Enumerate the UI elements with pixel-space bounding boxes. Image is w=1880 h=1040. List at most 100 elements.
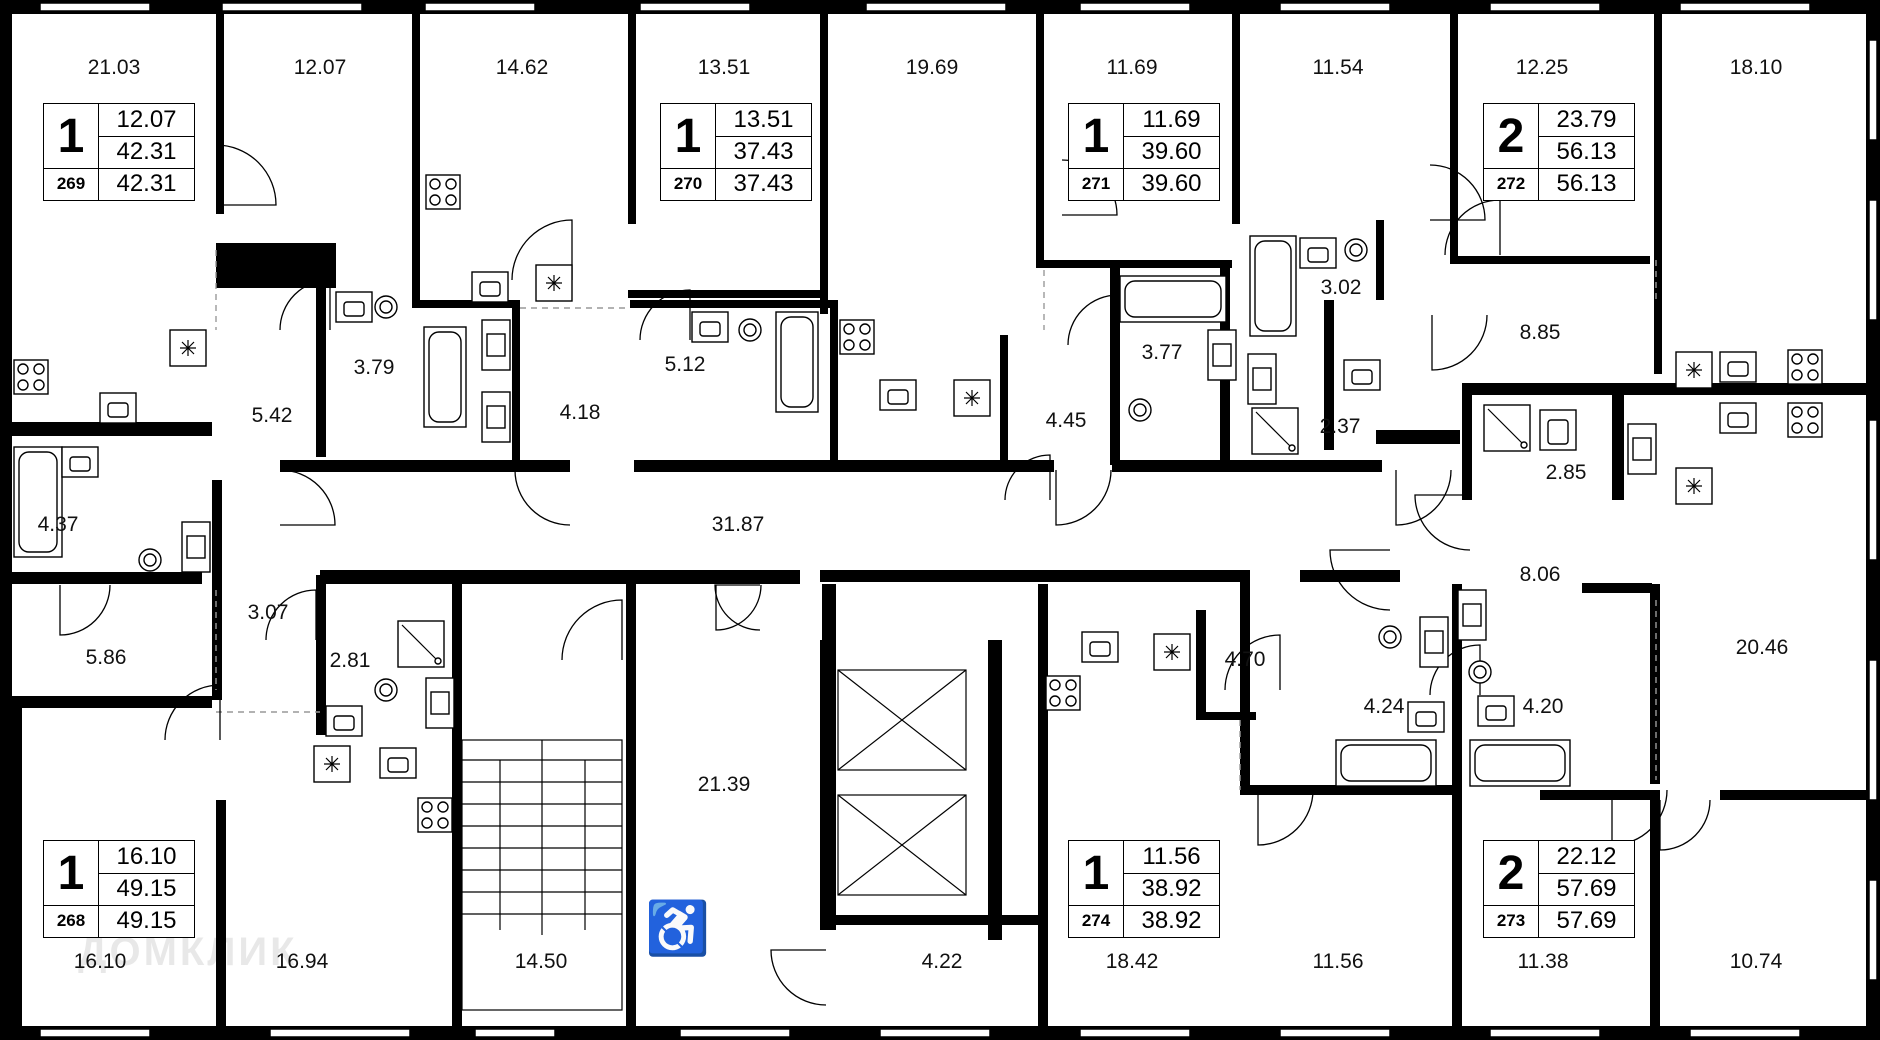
apartment-badge-271[interactable]: 1 271 11.69 39.60 39.60 bbox=[1068, 103, 1220, 201]
door-swing bbox=[715, 584, 762, 631]
sink-icon bbox=[379, 747, 417, 779]
living-area: 22.12 bbox=[1539, 841, 1634, 874]
sink-icon bbox=[1299, 237, 1337, 269]
room-area: 3.07 bbox=[247, 601, 289, 624]
windows bbox=[39, 2, 1878, 1038]
stove-icon bbox=[425, 174, 461, 210]
room-area: 3.79 bbox=[353, 356, 395, 379]
total-area: 49.15 bbox=[99, 873, 194, 906]
stove-icon bbox=[1787, 349, 1823, 385]
ventilation-icon bbox=[1675, 467, 1713, 505]
ventilation-icon bbox=[313, 745, 351, 783]
room-area: 12.07 bbox=[293, 56, 347, 79]
room-area: 21.03 bbox=[87, 56, 141, 79]
wheelchair-icon: ♿ bbox=[645, 900, 710, 958]
stove-icon bbox=[13, 359, 49, 395]
washing-machine-icon bbox=[481, 391, 511, 443]
room-area: 2.81 bbox=[329, 649, 371, 672]
apartment-badge-270[interactable]: 1 270 13.51 37.43 37.43 bbox=[660, 103, 812, 201]
door-swing bbox=[215, 144, 277, 206]
door-swing bbox=[1431, 314, 1488, 371]
bathtub-icon bbox=[1119, 275, 1227, 323]
room-area: 10.74 bbox=[1729, 950, 1783, 973]
room-area: 16.10 bbox=[73, 950, 127, 973]
stove-icon bbox=[1045, 675, 1081, 711]
toilet-icon bbox=[1128, 398, 1152, 422]
ventilation-icon bbox=[1675, 351, 1713, 389]
stove-icon bbox=[839, 319, 875, 355]
apartment-number: 274 bbox=[1069, 905, 1124, 937]
door-swing bbox=[1224, 634, 1281, 691]
room-area: 31.87 bbox=[711, 513, 765, 536]
ventilation-icon bbox=[535, 264, 573, 302]
room-area: 12.25 bbox=[1515, 56, 1569, 79]
apartment-badge-274[interactable]: 1 274 11.56 38.92 38.92 bbox=[1068, 840, 1220, 938]
door-swing bbox=[1414, 494, 1471, 551]
apartment-badge-269[interactable]: 1 269 12.07 42.31 42.31 bbox=[43, 103, 195, 201]
total-area-2: 39.60 bbox=[1141, 170, 1202, 197]
room-area: 18.42 bbox=[1105, 950, 1159, 973]
room-area: 4.37 bbox=[37, 513, 79, 536]
total-area: 57.69 bbox=[1539, 873, 1634, 906]
room-count: 1 bbox=[44, 841, 99, 906]
door-swing bbox=[1659, 799, 1711, 851]
sink-icon bbox=[1343, 359, 1381, 391]
shower-icon bbox=[397, 620, 445, 668]
sink-icon bbox=[1719, 402, 1757, 434]
apartment-number: 273 bbox=[1484, 905, 1539, 937]
apartment-badge-268[interactable]: 1 268 16.10 49.15 49.15 bbox=[43, 840, 195, 938]
room-count: 1 bbox=[1069, 104, 1124, 169]
room-area: 2.85 bbox=[1545, 461, 1587, 484]
room-area: 20.46 bbox=[1735, 636, 1789, 659]
bathtub-icon bbox=[1469, 739, 1571, 787]
door-swing bbox=[561, 599, 623, 661]
living-area: 12.07 bbox=[99, 104, 194, 137]
washing-machine-icon bbox=[481, 319, 511, 371]
room-count: 2 bbox=[1484, 841, 1539, 906]
apartment-number: 268 bbox=[44, 905, 99, 937]
sink-icon bbox=[61, 446, 99, 478]
ventilation-icon bbox=[169, 329, 207, 367]
apartment-badge-273[interactable]: 2 273 22.12 57.69 57.69 bbox=[1483, 840, 1635, 938]
room-area: 11.38 bbox=[1517, 950, 1569, 973]
door-swing bbox=[265, 589, 317, 641]
apartment-badge-272[interactable]: 2 272 23.79 56.13 56.13 bbox=[1483, 103, 1635, 201]
washing-machine-icon bbox=[1207, 329, 1237, 381]
toilet-icon bbox=[138, 548, 162, 572]
room-area: 5.12 bbox=[664, 353, 706, 376]
ventilation-icon bbox=[1153, 633, 1191, 671]
total-area: 37.43 bbox=[716, 136, 811, 169]
fixtures bbox=[13, 174, 1823, 833]
room-area: 4.18 bbox=[559, 401, 601, 424]
washing-machine-icon bbox=[1457, 589, 1487, 641]
toilet-icon bbox=[374, 678, 398, 702]
room-area: 8.85 bbox=[1519, 321, 1561, 344]
washing-machine-icon bbox=[181, 521, 211, 573]
sink-icon bbox=[879, 379, 917, 411]
room-area: 5.42 bbox=[251, 404, 293, 427]
total-area-2: 49.15 bbox=[116, 907, 177, 934]
shower-icon bbox=[1483, 404, 1531, 452]
room-area: 2.37 bbox=[1319, 415, 1361, 438]
room-area: 14.50 bbox=[514, 950, 568, 973]
door-swing bbox=[514, 469, 571, 526]
door-swing bbox=[279, 279, 331, 331]
living-area: 11.69 bbox=[1124, 104, 1219, 137]
toilet-icon bbox=[1378, 625, 1402, 649]
toilet-icon bbox=[1468, 660, 1492, 684]
door-swing bbox=[639, 289, 691, 341]
door-swing bbox=[1395, 469, 1452, 526]
elevator-shafts bbox=[820, 640, 1002, 940]
sink-icon bbox=[1719, 351, 1757, 383]
sink-icon bbox=[1539, 409, 1577, 451]
toilet-icon bbox=[738, 318, 762, 342]
washing-machine-icon bbox=[1627, 423, 1657, 475]
total-area: 42.31 bbox=[99, 136, 194, 169]
apartment-number: 271 bbox=[1069, 168, 1124, 200]
sink-icon bbox=[335, 291, 373, 323]
sink-icon bbox=[1407, 701, 1445, 733]
sink-icon bbox=[99, 392, 137, 424]
door-swing bbox=[511, 219, 573, 281]
